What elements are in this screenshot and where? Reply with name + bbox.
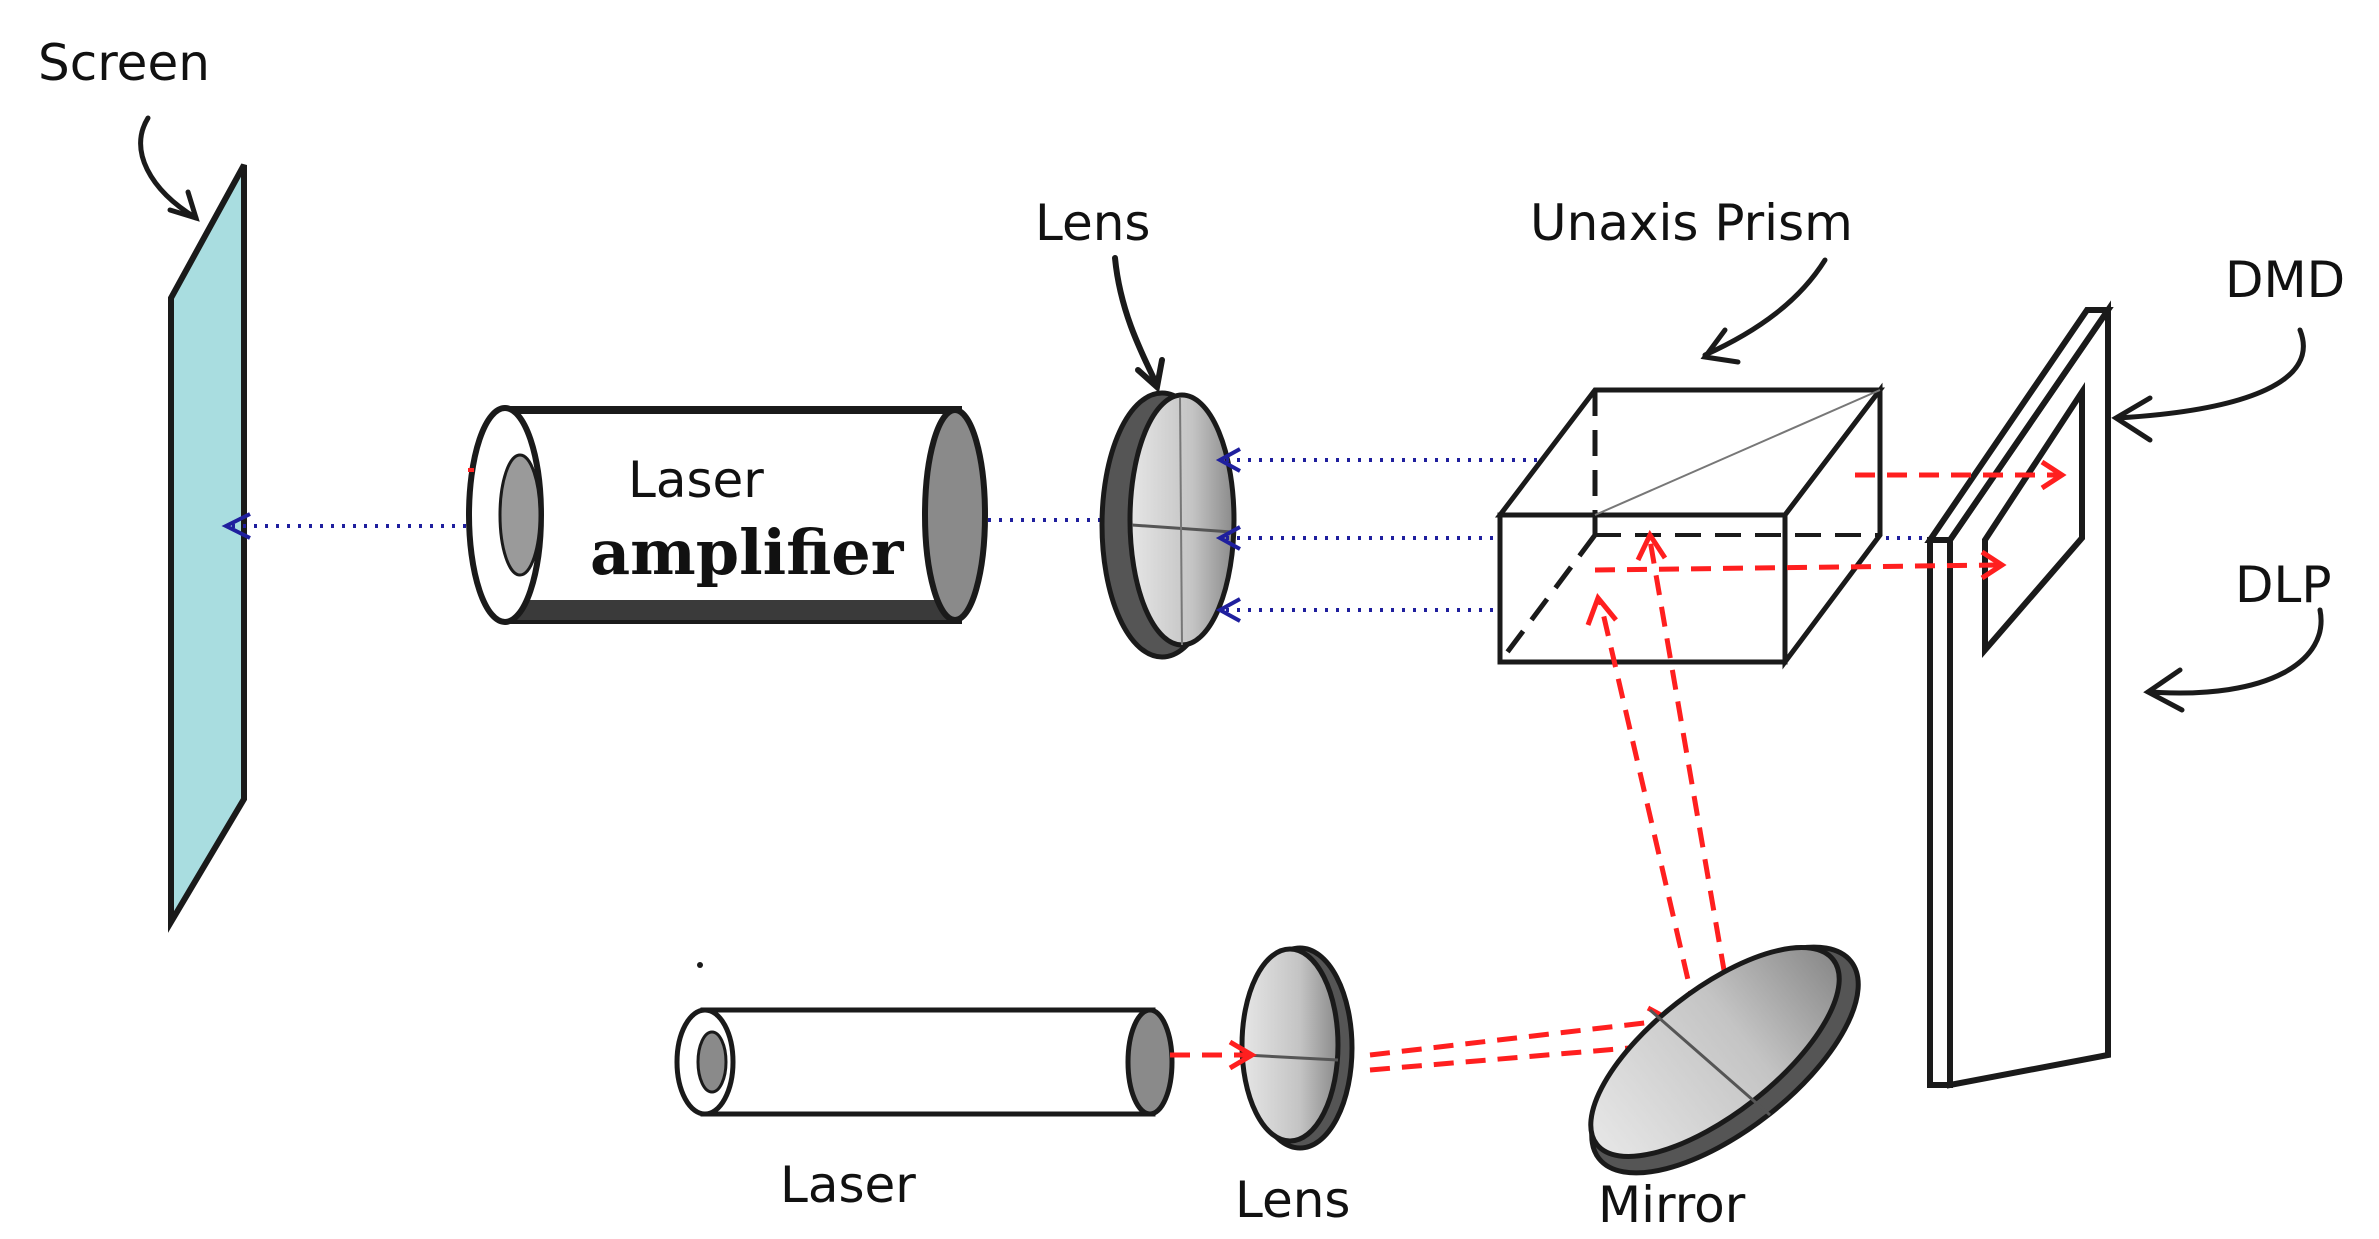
label-dmd: DMD (2225, 251, 2346, 309)
blue-beams-prism-to-lens (1226, 458, 2015, 612)
label-lens-top: Lens (1035, 194, 1151, 252)
unaxis-prism (1494, 382, 1886, 670)
blue-arrowheads-lens (1215, 447, 1241, 623)
lens-bottom (1239, 945, 1355, 1151)
label-amplifier-line1: Laser (628, 451, 764, 509)
red-arrowheads-dmd (1980, 459, 2067, 581)
screen (168, 163, 247, 933)
red-arrowheads-prism (1585, 529, 1668, 626)
red-beams-mirror-prism (1597, 539, 1733, 1011)
lens-top-pointer-arrow (1112, 255, 1165, 393)
mirror (1588, 944, 1861, 1176)
red-beams-to-dmd (1594, 472, 2060, 573)
lens-top (1099, 390, 1237, 660)
blue-arrowhead-screen (221, 512, 251, 540)
laser-source (674, 962, 1175, 1117)
label-laser: Laser (780, 1156, 916, 1214)
label-dlp: DLP (2235, 556, 2332, 614)
prism-pointer-arrow (1700, 257, 1828, 365)
laser-amplifier (466, 405, 988, 625)
label-lens-bottom: Lens (1235, 1171, 1351, 1229)
dmd-pointer-arrow (2111, 327, 2306, 443)
screen-pointer-arrow (138, 115, 200, 222)
dlp-board (1924, 300, 2114, 1089)
red-beams-laser-lens-mirror (1170, 1017, 1671, 1073)
label-amplifier-line2: amplifier (590, 516, 904, 589)
dlp-pointer-arrow (2143, 607, 2324, 713)
label-unaxis-prism: Unaxis Prism (1530, 194, 1853, 252)
label-mirror: Mirror (1598, 1176, 1746, 1234)
label-screen: Screen (38, 34, 210, 92)
